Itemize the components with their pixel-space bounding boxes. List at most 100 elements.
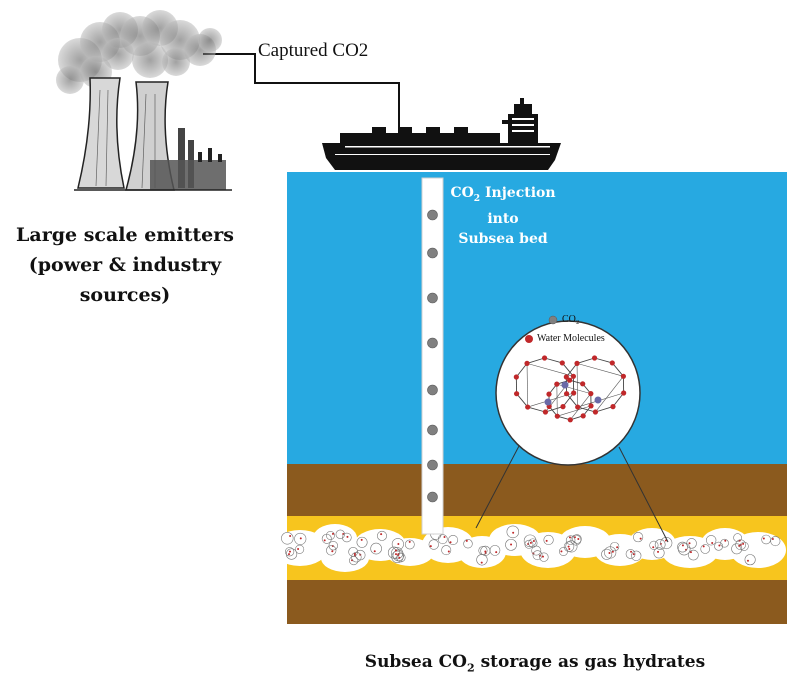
hydrate-cage: [532, 550, 543, 561]
hydrate-water-dot: [360, 538, 363, 541]
hydrate-water-dot: [664, 539, 667, 542]
hydrate-cage: [633, 532, 644, 543]
hydrate-cage: [428, 539, 439, 550]
hydrate-water-dot: [398, 556, 401, 559]
cage-bond: [544, 357, 563, 364]
hydrate-water-dot: [394, 549, 397, 552]
title-suffix: storage as gas hydrates: [474, 652, 706, 672]
hydrate-cage: [625, 549, 636, 559]
hydrate-water-dot: [560, 550, 563, 553]
cage-bond: [612, 392, 625, 407]
cage-bond: [611, 362, 624, 377]
hydrate-cage: [572, 534, 582, 544]
legend-co2-dot: [548, 315, 558, 325]
hydrate-water-dot: [611, 550, 614, 553]
hydrate-water-dot: [288, 553, 291, 556]
hydrate-water-dot: [331, 532, 334, 535]
water-molecule: [580, 413, 586, 419]
cage-bond: [570, 393, 592, 420]
hydrate-water-dot: [724, 539, 727, 542]
hydrate-cage: [351, 551, 362, 563]
hydrate-water-dot: [608, 551, 611, 554]
cage-bond: [566, 393, 579, 408]
water-molecule: [513, 374, 519, 380]
hydrate-water-dot: [288, 550, 291, 553]
hydrate-water-dot: [495, 551, 498, 554]
emitters-label: Large scale emitters (power & industry s…: [0, 220, 250, 310]
smoke-puff: [198, 28, 222, 52]
water-molecule: [610, 404, 616, 410]
hydrate-cage: [448, 534, 459, 546]
hydrate-water-dot: [771, 537, 774, 540]
hydrate-cage: [565, 540, 578, 553]
water-molecule: [570, 373, 576, 379]
title-sub: 2: [466, 661, 475, 675]
hydrate-water-dot: [299, 537, 302, 540]
hydrate-water-dot: [688, 542, 691, 545]
water-molecule: [588, 403, 594, 409]
hydrate-cage: [653, 547, 665, 559]
pipe-co2-dot: [427, 424, 438, 436]
cage-bond: [576, 357, 595, 364]
hydrate-cage: [377, 530, 387, 541]
pipe-co2-dot: [427, 247, 438, 259]
water-molecule: [514, 391, 520, 397]
injection-word: Injection: [480, 185, 556, 201]
hydrate-water-dot: [480, 561, 483, 564]
water-molecule: [580, 381, 586, 387]
hydrate-water-dot: [746, 559, 749, 562]
smoke-puff: [56, 66, 84, 94]
hydrate-cage: [524, 539, 534, 549]
cage-bond: [557, 405, 592, 417]
hydrate-cage: [601, 548, 613, 560]
water-molecule: [591, 355, 598, 361]
hydrate-cage: [392, 549, 405, 562]
cage-bond: [562, 392, 575, 407]
smoke-puff: [132, 42, 168, 78]
hydrate-water-dot: [331, 550, 334, 553]
hydrate-cage: [285, 548, 298, 560]
hydrate-cage-structure: [513, 355, 627, 423]
power-plant-icon: [56, 10, 232, 191]
pipe-co2-dot: [427, 292, 438, 304]
hydrate-cage: [543, 534, 554, 546]
hydrate-water-dot: [449, 541, 452, 544]
hydrate-cage: [688, 549, 699, 561]
cage-bond: [526, 363, 529, 408]
hydrate-water-dot: [512, 531, 515, 534]
smoke-puff: [162, 48, 190, 76]
co2-molecule: [544, 398, 552, 406]
legend-co2-label: CO₂: [562, 314, 580, 325]
hydrate-water-dot: [353, 552, 356, 555]
hydrate-cage: [325, 531, 335, 540]
hydrate-water-dot: [657, 550, 660, 553]
hydrate-cage: [348, 546, 359, 557]
cage-bond: [516, 393, 529, 408]
water-molecule: [525, 404, 531, 410]
cage-bond: [576, 363, 624, 377]
cage-bond: [565, 363, 578, 378]
cage-bond: [561, 362, 574, 377]
legend-water-label: Water Molecules: [537, 333, 605, 344]
hydrate-water-dot: [373, 550, 376, 553]
water-molecule: [524, 360, 530, 366]
hydrate-water-dot: [545, 539, 548, 542]
injection-line-3: Subsea bed: [458, 230, 548, 247]
hydrate-water-dot: [484, 550, 487, 553]
hydrate-water-dot: [394, 553, 397, 556]
water-molecule: [567, 417, 573, 423]
captured-co2-label: Captured CO2: [258, 40, 369, 61]
hydrate-cage: [387, 546, 400, 559]
water-molecule: [592, 409, 599, 415]
hydrate-cage: [476, 554, 488, 566]
diagram-title: Subsea CO2 storage as gas hydrates: [300, 652, 770, 674]
hydrate-cage: [610, 541, 620, 552]
hydrate-water-dot: [742, 542, 745, 545]
hydrate-cage: [677, 541, 688, 553]
water-molecule: [559, 360, 565, 366]
hydrate-water-dot: [380, 533, 383, 536]
injection-line-2: into: [487, 210, 519, 227]
hydrate-water-dot: [532, 540, 535, 543]
hydrate-water-dot: [577, 537, 580, 540]
